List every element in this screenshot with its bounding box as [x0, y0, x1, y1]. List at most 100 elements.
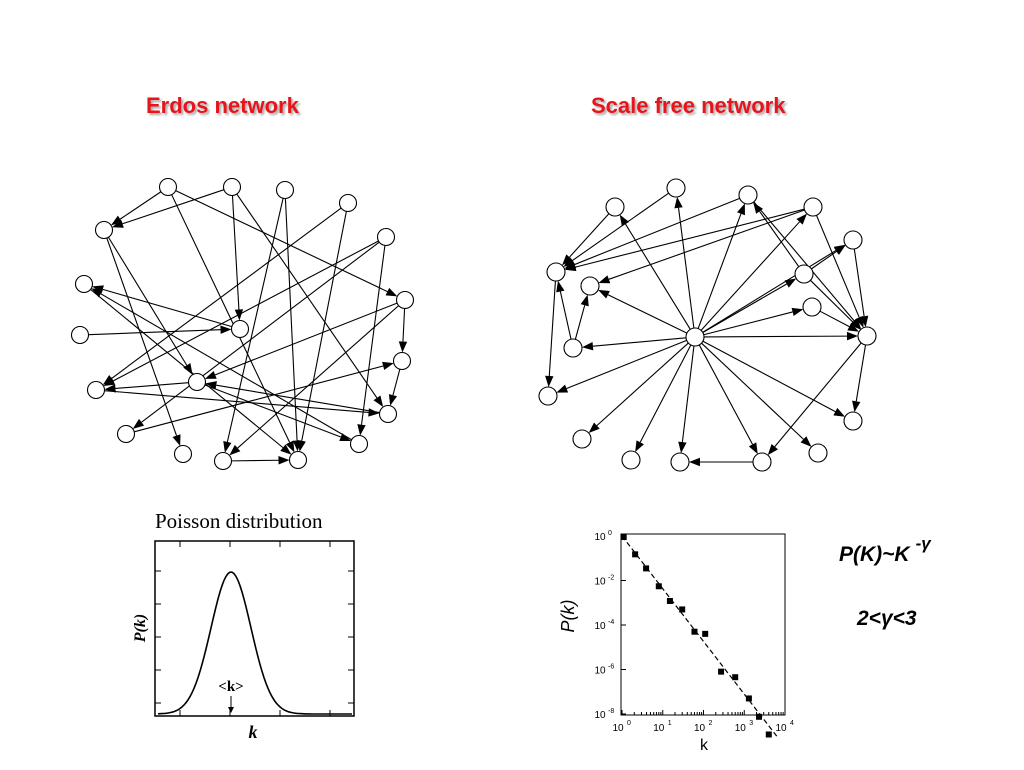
powerlaw-x-tick-label: 10 [775, 723, 787, 734]
gamma-range-label: 2<γ<3 [857, 607, 917, 630]
scale-free-edge [596, 342, 689, 427]
erdos-edge [119, 191, 162, 220]
erdos-node [230, 319, 250, 339]
erdos-edge-arrowhead [368, 408, 380, 417]
scale-free-node [843, 411, 863, 431]
scale-free-node [563, 338, 583, 358]
erdos-edge [106, 237, 178, 436]
erdos-network-title: Erdos network [146, 93, 299, 118]
powerlaw-points [620, 534, 772, 738]
erdos-edge [301, 211, 347, 441]
powerlaw-x-tick-label: 10 [653, 723, 665, 734]
scale-free-edge [639, 344, 692, 443]
powerlaw-plot-frame [620, 533, 786, 716]
scale-free-node [572, 429, 592, 449]
erdos-node [74, 274, 94, 294]
scale-free-edge-arrowhead [800, 436, 812, 447]
scale-free-node [752, 452, 772, 472]
scale-free-edge [566, 339, 687, 390]
powerlaw-data-point [732, 674, 739, 681]
scale-free-node [808, 443, 828, 463]
scale-free-edge [574, 305, 586, 340]
scale-free-edge-arrowhead [545, 375, 554, 388]
powerlaw-x-tick-exponent: 2 [709, 720, 713, 727]
power-law-formula-base: P(K)~K [839, 543, 910, 566]
erdos-edge-arrowhead [280, 444, 292, 455]
scale-free-edge [810, 279, 854, 323]
powerlaw-ticks [621, 535, 786, 715]
poisson-plot-frame [154, 540, 355, 717]
scale-free-edge [574, 197, 740, 266]
scale-free-network-title: Scale free network [591, 93, 786, 118]
scale-free-edge [702, 249, 837, 333]
poisson-curve [157, 571, 352, 715]
erdos-edge [122, 189, 225, 225]
scale-free-node [670, 452, 690, 472]
scale-free-edge [607, 294, 688, 334]
scale-free-edge [625, 223, 691, 330]
scale-free-node [621, 450, 641, 470]
poisson-ticks [155, 541, 354, 716]
erdos-edge-arrowhead [103, 377, 116, 387]
scale-free-edge-arrowhead [767, 443, 779, 456]
powerlaw-x-tick-exponent: 3 [749, 720, 753, 727]
erdos-edge [204, 384, 341, 438]
scale-free-edge-arrowhead [678, 441, 687, 454]
scale-free-edge-arrowhead [834, 245, 846, 255]
erdos-edge-arrowhead [132, 418, 145, 429]
erdos-edge-arrowhead [398, 341, 408, 353]
erdos-edge-arrowhead [385, 287, 398, 297]
scale-free-node [580, 276, 600, 296]
scale-free-edge-arrowhead [784, 278, 797, 288]
scale-free-edge-arrowhead [598, 275, 611, 284]
powerlaw-data-point [718, 668, 725, 675]
powerlaw-x-tick-label: 10 [735, 723, 747, 734]
scale-free-edge [702, 340, 836, 413]
erdos-node [70, 325, 90, 345]
scale-free-edge [559, 291, 572, 340]
scale-free-edge-arrowhead [580, 294, 589, 307]
powerlaw-y-tick-exponent: 0 [608, 530, 612, 537]
erdos-node [288, 450, 308, 470]
powerlaw-data-point [702, 630, 709, 637]
scale-free-edge-arrowhead [588, 422, 600, 433]
erdos-node [395, 290, 415, 310]
scale-free-edge [575, 208, 805, 268]
erdos-edge [141, 241, 380, 423]
erdos-node [94, 220, 114, 240]
erdos-node [338, 193, 358, 213]
scale-free-edge-arrowhead [619, 214, 630, 227]
powerlaw-y-tick-label: 10 [594, 710, 606, 721]
powerlaw-data-point [691, 628, 698, 635]
scale-free-edge [811, 250, 837, 270]
erdos-edge [88, 329, 221, 336]
powerlaw-y-tick-label: 10 [594, 666, 606, 677]
erdos-edge-arrowhead [373, 395, 384, 407]
erdos-edge-arrowhead [278, 456, 290, 465]
erdos-edge [214, 302, 398, 376]
erdos-edge [134, 365, 384, 433]
powerlaw-y-tick-exponent: -2 [608, 575, 614, 582]
scale-free-node [802, 297, 822, 317]
powerlaw-data-point [620, 534, 627, 541]
scale-free-edge-arrowhead [833, 407, 846, 417]
erdos-edge [392, 369, 401, 396]
erdos-node [158, 177, 178, 197]
erdos-edge-arrowhead [339, 433, 352, 441]
scale-free-edge-arrowhead [564, 260, 577, 269]
scale-free-edge-arrowhead [635, 440, 644, 453]
erdos-edge [112, 240, 379, 382]
erdos-node [187, 372, 207, 392]
powerlaw-y-tick-label: 10 [594, 577, 606, 588]
scale-free-edge-arrowhead [753, 202, 763, 214]
erdos-edge [115, 382, 189, 390]
erdos-node [213, 451, 233, 471]
powerlaw-data-point [679, 606, 686, 613]
powerlaw-x-tick-exponent: 4 [790, 720, 794, 727]
scale-free-edge [700, 221, 800, 331]
erdos-edge-arrowhead [229, 444, 241, 456]
scale-free-edge [753, 201, 855, 322]
scale-free-edge [759, 210, 800, 267]
